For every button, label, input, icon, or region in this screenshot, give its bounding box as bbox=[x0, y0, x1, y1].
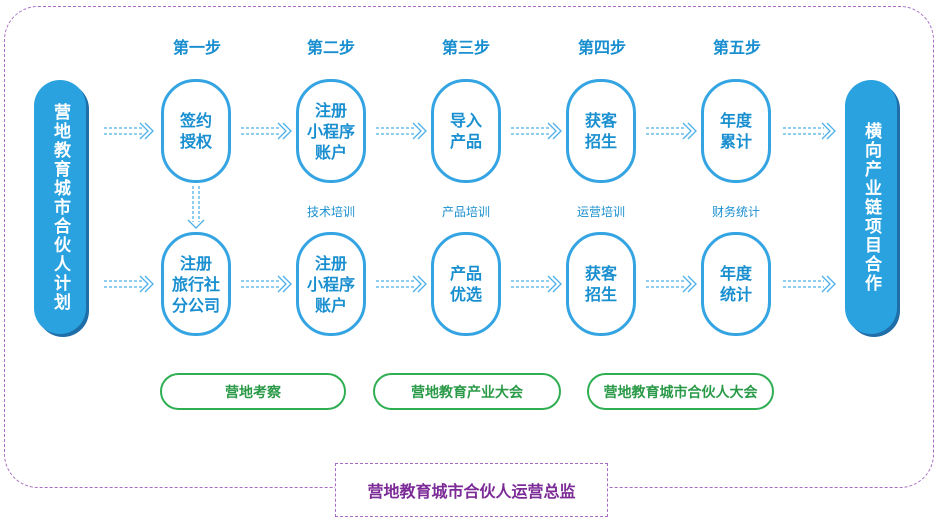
node-bottom-3: 产品 优选 bbox=[431, 232, 501, 336]
node-top-5: 年度 累计 bbox=[701, 79, 771, 183]
step-2-label: 第二步 bbox=[306, 38, 355, 57]
sublabel-finance-stats: 财务统计 bbox=[711, 205, 760, 219]
left-plan-pill-text: 营地教育城市合伙人计划 bbox=[50, 102, 70, 312]
step-4-label: 第四步 bbox=[577, 38, 626, 57]
footer-operations-director: 营地教育城市合伙人运营总监 bbox=[335, 463, 608, 517]
green-pill-camp-visit: 营地考察 bbox=[160, 373, 346, 410]
node-bottom-1: 注册 旅行社 分公司 bbox=[161, 232, 231, 336]
sublabel-product-training: 产品培训 bbox=[441, 205, 490, 219]
node-bottom-4: 获客 招生 bbox=[566, 232, 636, 336]
step-3-label: 第三步 bbox=[441, 38, 490, 57]
node-top-3: 导入 产品 bbox=[431, 79, 501, 183]
right-cooperation-pill: 横向产业链项目合作 bbox=[845, 80, 897, 334]
right-cooperation-pill-text: 横向产业链项目合作 bbox=[861, 121, 881, 293]
node-top-4: 获客 招生 bbox=[566, 79, 636, 183]
node-bottom-5: 年度 统计 bbox=[701, 232, 771, 336]
left-plan-pill: 营地教育城市合伙人计划 bbox=[34, 80, 86, 334]
step-1-label: 第一步 bbox=[172, 38, 221, 57]
node-top-2: 注册 小程序 账户 bbox=[296, 79, 366, 183]
sublabel-tech-training: 技术培训 bbox=[306, 205, 355, 219]
green-pill-industry-conference: 营地教育产业大会 bbox=[373, 373, 561, 410]
step-5-label: 第五步 bbox=[712, 38, 761, 57]
sublabel-operation-training: 运营培训 bbox=[576, 205, 625, 219]
node-top-1: 签约 授权 bbox=[161, 79, 231, 183]
green-pill-partner-conference: 营地教育城市合伙人大会 bbox=[587, 373, 774, 410]
node-bottom-2: 注册 小程序 账户 bbox=[296, 232, 366, 336]
